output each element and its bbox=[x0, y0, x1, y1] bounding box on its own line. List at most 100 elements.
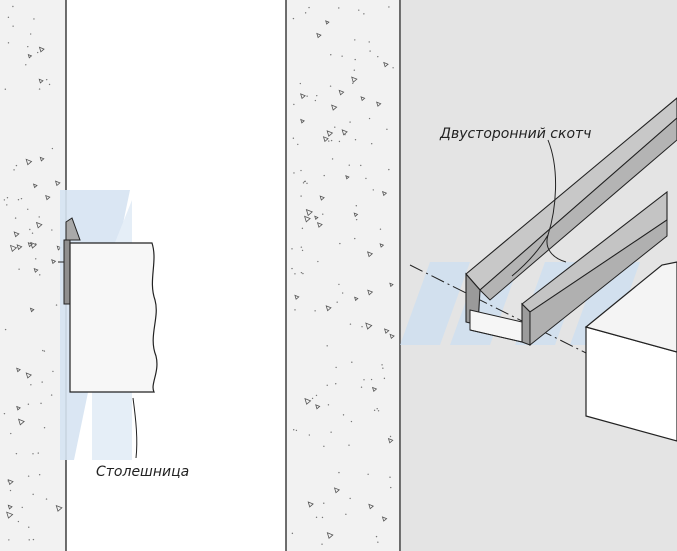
concrete-aggregate bbox=[326, 532, 334, 539]
concrete-speck bbox=[327, 404, 330, 406]
concrete-speck bbox=[33, 18, 35, 20]
concrete-speck bbox=[45, 498, 48, 500]
concrete-speck bbox=[365, 177, 367, 180]
concrete-speck bbox=[353, 69, 356, 71]
concrete-speck bbox=[322, 213, 324, 215]
concrete-speck bbox=[372, 189, 374, 191]
concrete-speck bbox=[377, 410, 380, 412]
concrete-speck bbox=[326, 345, 328, 347]
concrete-speck bbox=[45, 78, 48, 81]
concrete-speck bbox=[32, 538, 35, 541]
concrete-speck bbox=[354, 138, 357, 141]
middle-wall-concrete bbox=[286, 0, 400, 551]
concrete-speck bbox=[326, 384, 328, 387]
concrete-aggregate bbox=[307, 501, 314, 508]
concrete-speck bbox=[388, 168, 390, 171]
concrete-speck bbox=[27, 475, 30, 477]
concrete-speck bbox=[35, 258, 37, 260]
concrete-speck bbox=[389, 435, 392, 438]
concrete-speck bbox=[360, 164, 362, 167]
concrete-aggregate bbox=[325, 305, 332, 312]
concrete-speck bbox=[27, 45, 29, 48]
concrete-speck bbox=[300, 271, 303, 274]
concrete-aggregate bbox=[300, 118, 305, 124]
concrete-speck bbox=[321, 543, 323, 545]
concrete-speck bbox=[342, 414, 345, 416]
concrete-aggregate bbox=[51, 259, 57, 265]
concrete-speck bbox=[344, 133, 346, 136]
concrete-speck bbox=[388, 6, 390, 8]
concrete-speck bbox=[323, 502, 325, 504]
concrete-aggregate bbox=[7, 504, 13, 510]
concrete-speck bbox=[338, 283, 340, 286]
concrete-speck bbox=[293, 103, 295, 106]
concrete-speck bbox=[304, 180, 306, 183]
concrete-aggregate bbox=[341, 129, 348, 136]
concrete-speck bbox=[31, 232, 34, 234]
concrete-aggregate bbox=[379, 243, 385, 248]
concrete-speck bbox=[10, 432, 12, 435]
concrete-speck bbox=[316, 94, 318, 97]
concrete-speck bbox=[32, 453, 34, 455]
concrete-speck bbox=[369, 50, 371, 52]
concrete-speck bbox=[38, 474, 41, 476]
concrete-speck bbox=[360, 386, 363, 388]
concrete-aggregate bbox=[13, 231, 20, 238]
concrete-speck bbox=[12, 25, 14, 27]
concrete-speck bbox=[383, 377, 386, 380]
concrete-speck bbox=[390, 486, 392, 489]
concrete-speck bbox=[389, 476, 391, 478]
concrete-aggregate bbox=[345, 175, 350, 180]
concrete-speck bbox=[351, 361, 353, 363]
concrete-speck bbox=[379, 228, 382, 230]
concrete-speck bbox=[355, 205, 358, 207]
concrete-speck bbox=[335, 366, 337, 369]
concrete-speck bbox=[292, 137, 295, 139]
concrete-speck bbox=[304, 12, 307, 14]
concrete-speck bbox=[14, 217, 17, 219]
concrete-aggregate bbox=[325, 20, 330, 25]
concrete-aggregate bbox=[368, 503, 375, 510]
concrete-speck bbox=[338, 471, 340, 474]
concrete-speck bbox=[38, 216, 40, 218]
concrete-aggregate bbox=[314, 215, 319, 221]
concrete-speck bbox=[293, 172, 295, 174]
concrete-aggregate bbox=[33, 267, 39, 273]
profile-main bbox=[465, 97, 677, 343]
concrete-speck bbox=[8, 539, 10, 541]
concrete-speck bbox=[308, 6, 310, 9]
concrete-aggregate bbox=[7, 479, 14, 486]
concrete-speck bbox=[368, 41, 370, 43]
concrete-speck bbox=[323, 445, 325, 448]
concrete-speck bbox=[294, 309, 296, 311]
concrete-aggregate bbox=[45, 194, 51, 201]
left-wall-concrete bbox=[0, 0, 66, 551]
concrete-texture-middle bbox=[291, 6, 395, 545]
concrete-speck bbox=[306, 182, 308, 185]
concrete-speck bbox=[386, 128, 388, 131]
countertop-label: Столешница bbox=[96, 464, 189, 480]
concrete-speck bbox=[6, 197, 9, 199]
concrete-speck bbox=[361, 325, 363, 328]
concrete-speck bbox=[50, 394, 53, 396]
concrete-speck bbox=[9, 489, 12, 492]
concrete-speck bbox=[51, 147, 54, 150]
concrete-aggregate bbox=[351, 76, 358, 83]
concrete-speck bbox=[352, 82, 354, 84]
concrete-speck bbox=[3, 412, 6, 415]
concrete-aggregate bbox=[16, 244, 23, 251]
concrete-speck bbox=[323, 174, 325, 177]
concrete-speck bbox=[25, 64, 27, 66]
concrete-speck bbox=[30, 384, 32, 386]
concrete-speck bbox=[299, 82, 302, 85]
concrete-aggregate bbox=[389, 333, 395, 340]
concrete-speck bbox=[382, 367, 384, 369]
concrete-aggregate bbox=[9, 244, 18, 253]
concrete-speck bbox=[21, 506, 23, 509]
concrete-speck bbox=[368, 117, 371, 120]
concrete-speck bbox=[329, 85, 332, 87]
concrete-aggregate bbox=[316, 222, 323, 228]
concrete-speck bbox=[300, 246, 303, 248]
concrete-texture-left bbox=[3, 5, 63, 541]
concrete-speck bbox=[370, 378, 373, 381]
